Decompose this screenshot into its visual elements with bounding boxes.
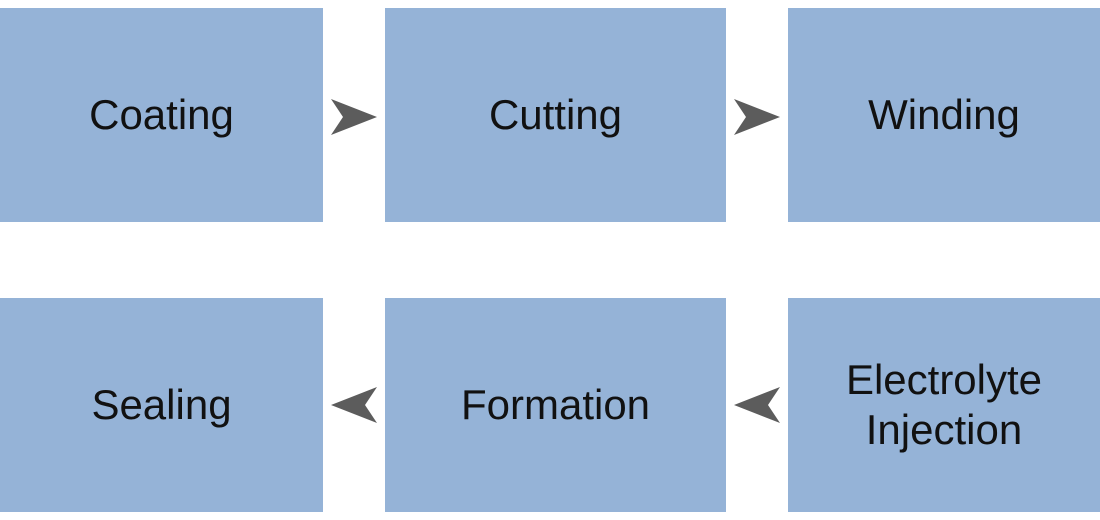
arrow-right-icon [329, 97, 379, 137]
step-cutting: Cutting [385, 8, 726, 222]
step-label: Electrolyte Injection [845, 355, 1043, 453]
arrow-left-icon [732, 385, 782, 425]
step-sealing: Sealing [0, 298, 323, 512]
step-coating: Coating [0, 8, 323, 222]
step-electrolyte-injection: Electrolyte Injection [788, 298, 1100, 512]
step-label: Coating [89, 90, 234, 138]
arrow-right-icon [732, 97, 782, 137]
step-label: Cutting [488, 90, 623, 138]
step-label: Winding [868, 90, 1020, 138]
step-label: Formation [460, 380, 651, 428]
step-winding: Winding [788, 8, 1100, 222]
step-label: Sealing [91, 380, 232, 428]
arrow-left-icon [329, 385, 379, 425]
step-formation: Formation [385, 298, 726, 512]
